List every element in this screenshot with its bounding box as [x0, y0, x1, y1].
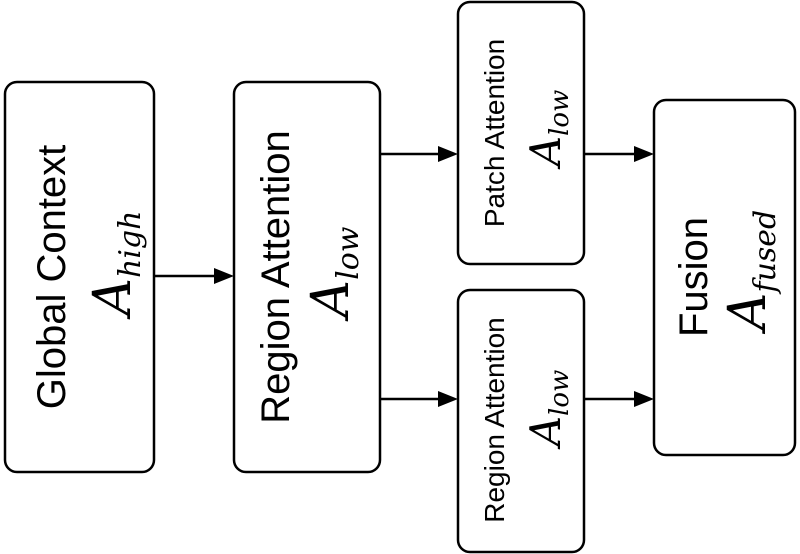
patch-attention-label: Patch Attention [479, 39, 510, 227]
region-attention-branch-box [456, 288, 586, 554]
edge-region-to-patch [380, 146, 458, 162]
patch-attention-box [456, 0, 586, 266]
fusion-label: Fusion [672, 217, 716, 337]
edge-region-branch-to-fusion [584, 391, 654, 407]
fusion-box [652, 98, 797, 457]
fusion-formula: Afused [718, 210, 783, 334]
global-context-formula: Ahigh [83, 210, 148, 319]
region-attention-branch-formula: Alow [521, 370, 575, 451]
region-attention-main-label: Region Attention [254, 130, 298, 424]
region-attention-branch-label: Region Attention [479, 317, 510, 523]
edge-region-to-region-branch [380, 391, 458, 407]
region-attention-main-formula: Alow [301, 226, 366, 321]
edge-patch-to-fusion [584, 146, 654, 162]
patch-attention-formula: Alow [521, 90, 575, 171]
region-attention-main-box [232, 80, 382, 474]
global-context-label: Global Context [30, 145, 74, 410]
edge-global-to-region [154, 268, 234, 284]
